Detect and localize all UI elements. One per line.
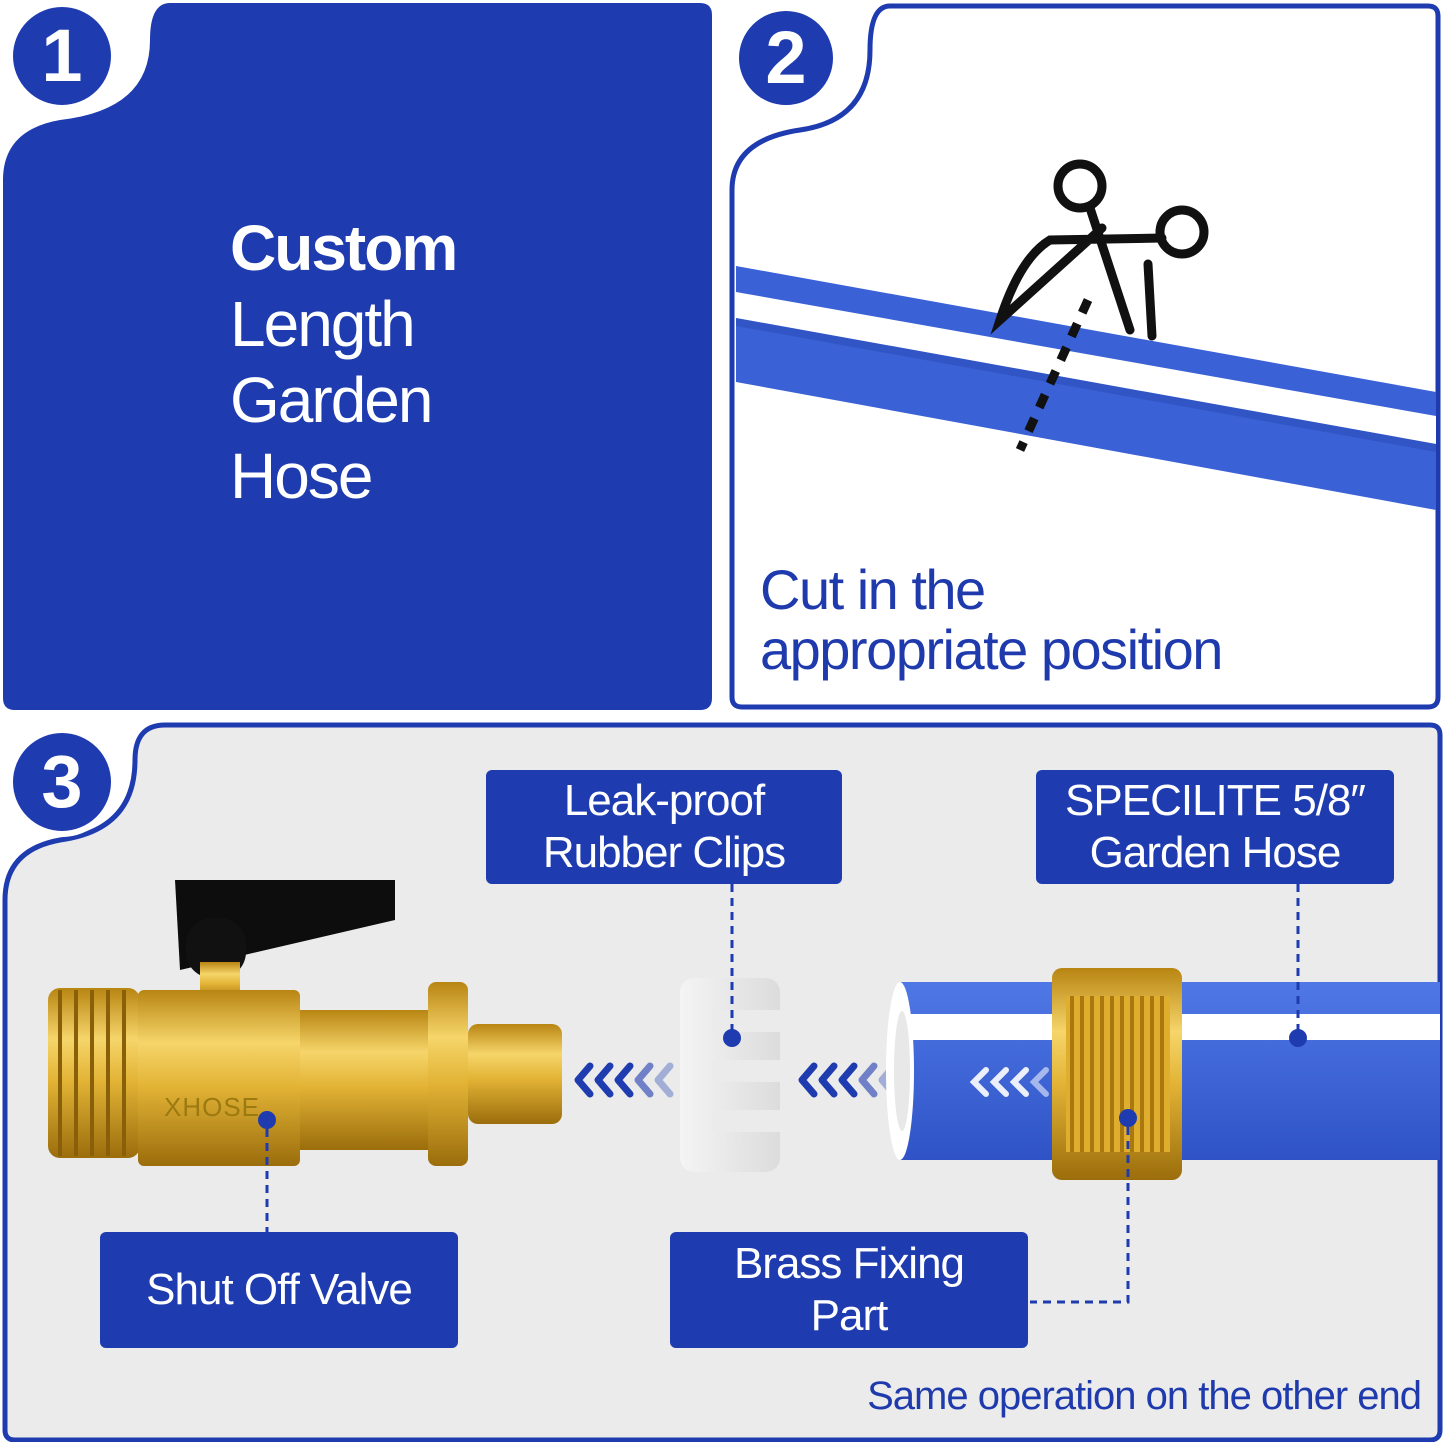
garden-hose-illustration: [886, 884, 1440, 1304]
footer-note: Same operation on the other end: [867, 1374, 1422, 1418]
scissors-icon: [990, 159, 1209, 452]
chevron-arrow-icon: [798, 1062, 898, 1098]
caption-line: Cut in the: [760, 558, 986, 621]
brass-fixing-label: Brass Fixing Part: [670, 1232, 1028, 1348]
rubber-clip-illustration: [680, 884, 780, 1172]
title-line: Hose: [230, 440, 373, 512]
step3-badge: [7, 727, 117, 837]
title-line: Garden: [230, 364, 433, 436]
caption-line: appropriate position: [760, 618, 1223, 681]
label-line: Garden Hose: [1089, 828, 1342, 877]
title-bold: Custom: [230, 212, 458, 284]
chevron-arrow-icon: [574, 1062, 674, 1098]
step2-badge: [733, 5, 839, 111]
hose-label: SPECILITE 5/8″ Garden Hose: [1036, 770, 1394, 884]
step1-number: 1: [41, 14, 83, 97]
label-line: SPECILITE 5/8″: [1065, 776, 1366, 825]
label-line: Shut Off Valve: [146, 1265, 413, 1314]
step2-number: 2: [765, 16, 807, 99]
shut-off-valve-illustration: [48, 880, 562, 1232]
step1-title: Custom Length Garden Hose: [230, 210, 458, 514]
label-line: Part: [810, 1291, 889, 1340]
brand-mark: XHOSE: [164, 1092, 261, 1122]
title-line: Length: [230, 288, 416, 360]
label-line: Leak-proof: [563, 776, 765, 825]
label-line: Brass Fixing: [733, 1239, 965, 1288]
step3-number: 3: [41, 740, 83, 823]
step1-panel: [3, 3, 712, 710]
step2-caption: Cut in the appropriate position: [760, 558, 1223, 681]
step1-badge: [7, 1, 117, 111]
shut-off-valve-label: Shut Off Valve: [100, 1232, 458, 1348]
rubber-clips-label: Leak-proof Rubber Clips: [486, 770, 842, 884]
cut-hose-illustration: [736, 266, 1436, 510]
label-line: Rubber Clips: [542, 828, 786, 877]
